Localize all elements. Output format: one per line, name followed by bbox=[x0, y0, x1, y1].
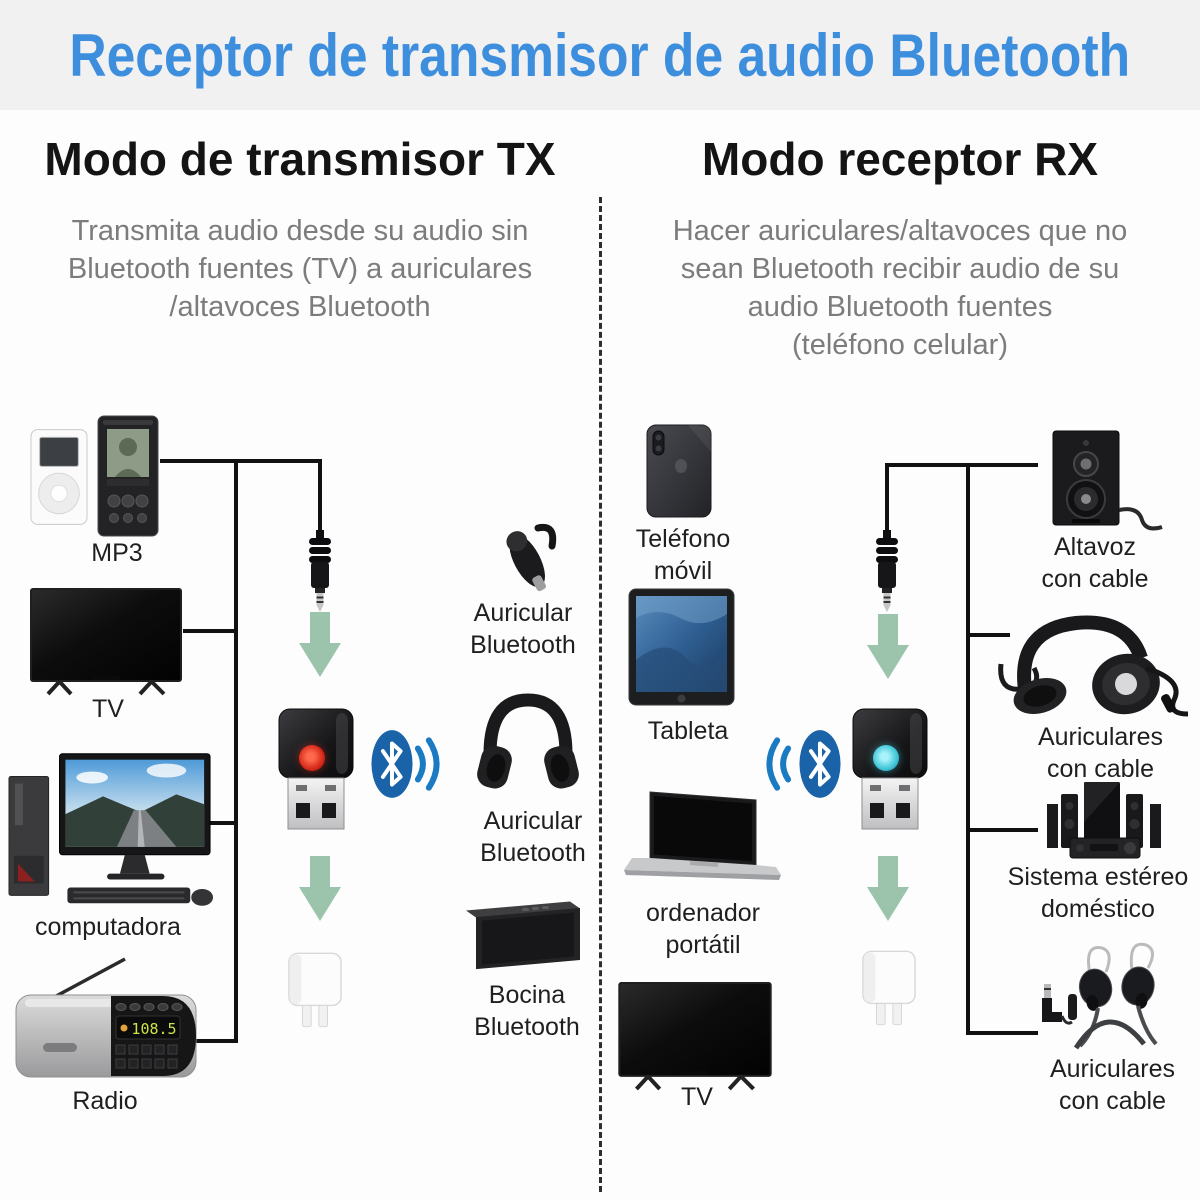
bluetooth-earpiece-icon bbox=[492, 512, 564, 604]
tablet-label: Tableta bbox=[647, 717, 729, 745]
down-arrow-icon bbox=[866, 614, 910, 680]
bt-earpiece-label: Auricular Bluetooth bbox=[470, 599, 576, 659]
dongle-led-red bbox=[299, 745, 325, 771]
audio-jack-plug-icon bbox=[302, 530, 338, 612]
bluetooth-headphones-icon bbox=[476, 688, 580, 800]
rx-mode-heading: Modo receptor RX bbox=[701, 133, 1099, 185]
laptop-icon bbox=[620, 790, 788, 892]
home-stereo-label: Sistema estéreo doméstico bbox=[1007, 863, 1189, 923]
computer-label: computadora bbox=[35, 913, 181, 941]
bluetooth-speaker-icon bbox=[466, 900, 586, 978]
cable-line bbox=[160, 459, 322, 463]
cable-line bbox=[194, 1039, 238, 1043]
dongle-led-blue bbox=[873, 745, 899, 771]
radio-icon: 108.5 bbox=[15, 955, 200, 1080]
wired-speaker-icon bbox=[1052, 430, 1164, 534]
divider-dashed-line bbox=[599, 197, 602, 1192]
cable-line bbox=[886, 463, 1038, 467]
cable-line bbox=[208, 821, 238, 825]
wired-earbuds-label: Auriculares con cable bbox=[1049, 1055, 1176, 1115]
usb-charger-icon bbox=[861, 948, 917, 1028]
down-arrow-icon bbox=[298, 612, 342, 678]
bt-headphones-label: Auricular Bluetooth bbox=[480, 807, 586, 867]
tv-icon bbox=[30, 588, 182, 698]
tv-icon bbox=[618, 982, 772, 1093]
bluetooth-logo-icon bbox=[799, 728, 841, 800]
page-title: Receptor de transmisor de audio Bluetoot… bbox=[69, 21, 1131, 89]
bluetooth-waves-icon bbox=[765, 733, 793, 795]
usb-charger-icon bbox=[287, 950, 343, 1030]
phone-label: Teléfono móvil bbox=[635, 525, 731, 585]
home-stereo-icon bbox=[1046, 780, 1162, 860]
cable-line bbox=[234, 459, 238, 1043]
laptop-label: ordenador portátil bbox=[646, 899, 760, 959]
tablet-icon bbox=[628, 588, 735, 706]
rx-mode-description: Hacer auriculares/altavoces que no sean … bbox=[672, 215, 1128, 361]
usb-dongle-tx bbox=[278, 708, 354, 830]
audio-jack-plug-icon bbox=[869, 530, 905, 612]
bluetooth-waves-icon bbox=[413, 733, 441, 795]
tv-rx-label: TV bbox=[681, 1083, 713, 1111]
tx-mode-description: Transmita audio desde su audio sin Bluet… bbox=[67, 215, 533, 323]
smartphone-icon bbox=[646, 424, 712, 518]
header-banner: Receptor de transmisor de audio Bluetoot… bbox=[0, 0, 1200, 110]
cable-line bbox=[966, 828, 1038, 832]
desktop-computer-icon bbox=[8, 752, 216, 910]
cable-line bbox=[183, 629, 238, 633]
bt-speaker-label: Bocina Bluetooth bbox=[474, 981, 580, 1041]
cable-line bbox=[966, 463, 970, 1035]
bluetooth-logo-icon bbox=[371, 728, 413, 800]
cable-line bbox=[318, 459, 322, 534]
down-arrow-icon bbox=[866, 856, 910, 922]
wired-speaker-label: Altavoz con cable bbox=[1041, 533, 1149, 593]
tv-label: TV bbox=[92, 695, 124, 723]
cable-line bbox=[885, 463, 889, 533]
wired-earbuds-icon bbox=[1036, 928, 1178, 1052]
cable-line bbox=[966, 633, 1010, 637]
ipod-icon bbox=[30, 428, 88, 526]
radio-frequency-display: 108.5 bbox=[131, 1020, 176, 1038]
tx-mode-heading: Modo de transmisor TX bbox=[44, 133, 556, 185]
down-arrow-icon bbox=[298, 856, 342, 922]
wired-headphones-icon bbox=[998, 604, 1190, 722]
radio-label: Radio bbox=[72, 1087, 138, 1115]
wired-headphones-label: Auriculares con cable bbox=[1037, 723, 1164, 783]
usb-dongle-rx bbox=[852, 708, 928, 830]
cable-line bbox=[966, 1031, 1038, 1035]
mp3-label: MP3 bbox=[91, 539, 143, 567]
mp3-player-icon bbox=[97, 415, 159, 537]
